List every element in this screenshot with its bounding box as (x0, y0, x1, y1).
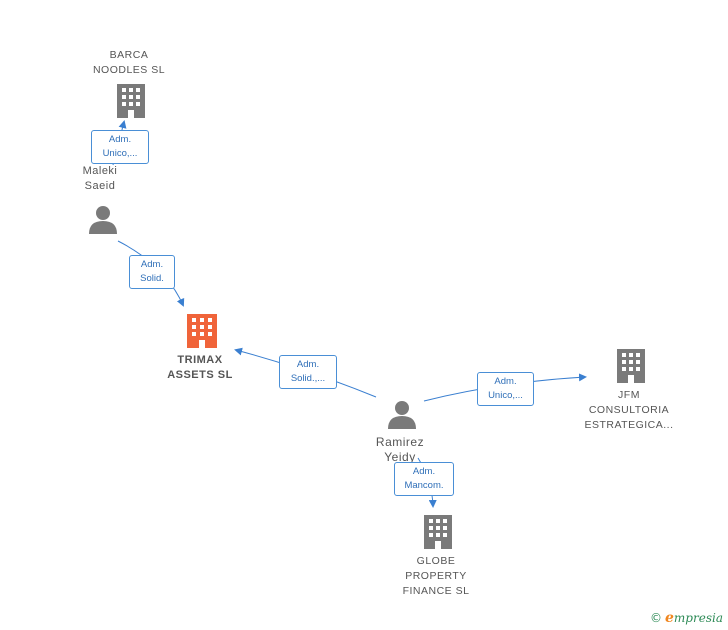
building-icon[interactable] (117, 84, 145, 118)
edge-label-ramirez-trimax[interactable]: Adm. Solid.,... (279, 355, 337, 389)
company-label-trimax[interactable]: TRIMAX ASSETS SL (167, 354, 233, 381)
company-label-jfm[interactable]: JFM CONSULTORIA ESTRATEGICA... (584, 389, 674, 431)
building-icon[interactable] (187, 314, 217, 348)
company-label-barca[interactable]: BARCA NOODLES SL (92, 49, 166, 76)
company-label-globe[interactable]: GLOBE PROPERTY FINANCE SL (402, 555, 470, 597)
person-label-ramirez[interactable]: Ramirez Yeidy (375, 435, 425, 464)
copyright-icon: © (650, 611, 662, 625)
building-icon[interactable] (617, 349, 645, 383)
edge-label-maleki-barca[interactable]: Adm. Unico,... (91, 130, 149, 164)
empresia-logo[interactable]: ©empresia (650, 610, 723, 626)
person-label-maleki[interactable]: Maleki Saeid (82, 165, 118, 192)
edge-label-maleki-trimax[interactable]: Adm. Solid. (129, 255, 175, 289)
edge-label-ramirez-globe[interactable]: Adm. Mancom. (394, 462, 454, 496)
building-icon[interactable] (424, 515, 452, 549)
person-icon[interactable] (89, 206, 117, 234)
person-icon[interactable] (388, 401, 416, 429)
edge-label-ramirez-jfm[interactable]: Adm. Unico,... (477, 372, 534, 406)
